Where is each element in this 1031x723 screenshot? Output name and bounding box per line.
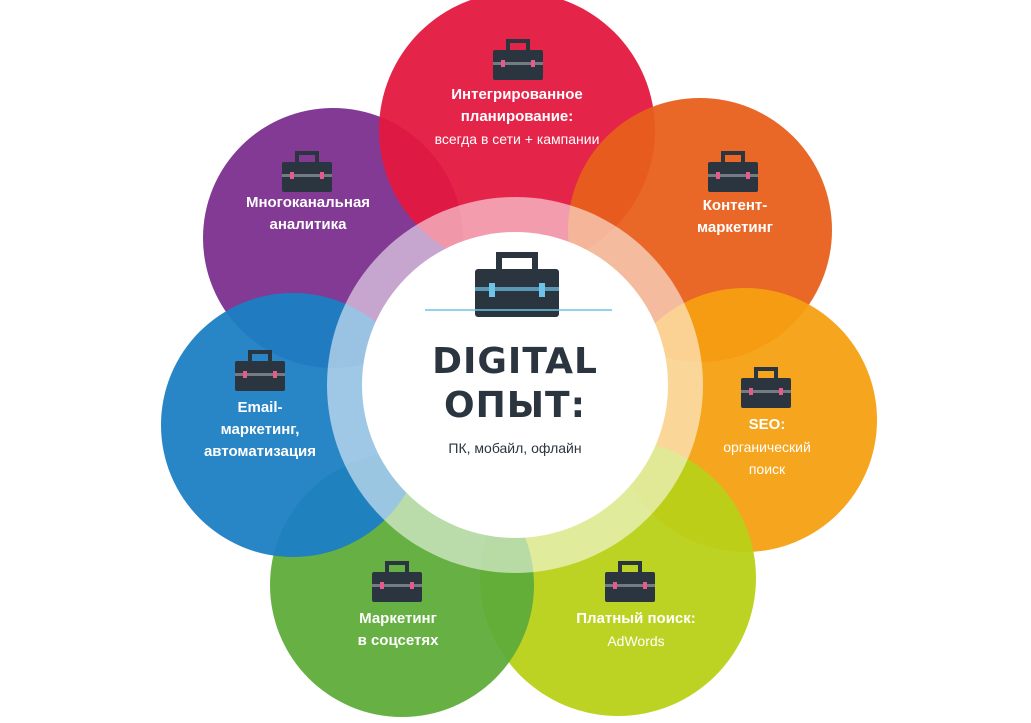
center-title-line1: DIGITAL: [432, 341, 598, 382]
petal-label-paid: Платный поиск: AdWords: [541, 608, 731, 652]
petal-title: Email-: [237, 399, 283, 416]
petal-subtitle: органический поиск: [723, 439, 811, 477]
center-subtitle: ПК, мобайл, офлайн: [448, 440, 582, 456]
petal-label-social: Маркетинг в соцсетях: [303, 608, 493, 652]
petal-title: Маркетинг: [359, 610, 437, 627]
petal-title: маркетинг: [697, 219, 773, 236]
petal-title: аналитика: [269, 216, 347, 233]
petal-title: Платный поиск:: [576, 610, 696, 627]
petal-label-analytics: Многоканальная аналитика: [213, 192, 403, 236]
center-title: DIGITAL ОПЫТ:: [380, 340, 650, 428]
petal-subtitle: всегда в сети + кампании: [434, 131, 600, 147]
petal-title: в соцсетях: [357, 632, 439, 649]
petal-title: Контент-: [702, 197, 768, 214]
petal-title: маркетинг,: [220, 421, 300, 438]
petal-subtitle: AdWords: [607, 633, 665, 649]
petal-title: Интегрированное: [451, 86, 583, 103]
petal-title: планирование:: [460, 108, 574, 125]
petal-title: Многоканальная: [245, 194, 371, 211]
petal-label-content: Контент- маркетинг: [640, 195, 830, 239]
petal-label-email: Email- маркетинг, автоматизация: [165, 397, 355, 463]
center-disc: [362, 232, 668, 538]
petal-title: SEO:: [748, 416, 786, 433]
petal-label-seo: SEO: органический поиск: [672, 414, 862, 480]
petal-title: автоматизация: [203, 443, 317, 460]
center-title-line2: ОПЫТ:: [444, 385, 586, 426]
petal-label-integrated: Интегрированное планирование: всегда в с…: [422, 84, 612, 150]
